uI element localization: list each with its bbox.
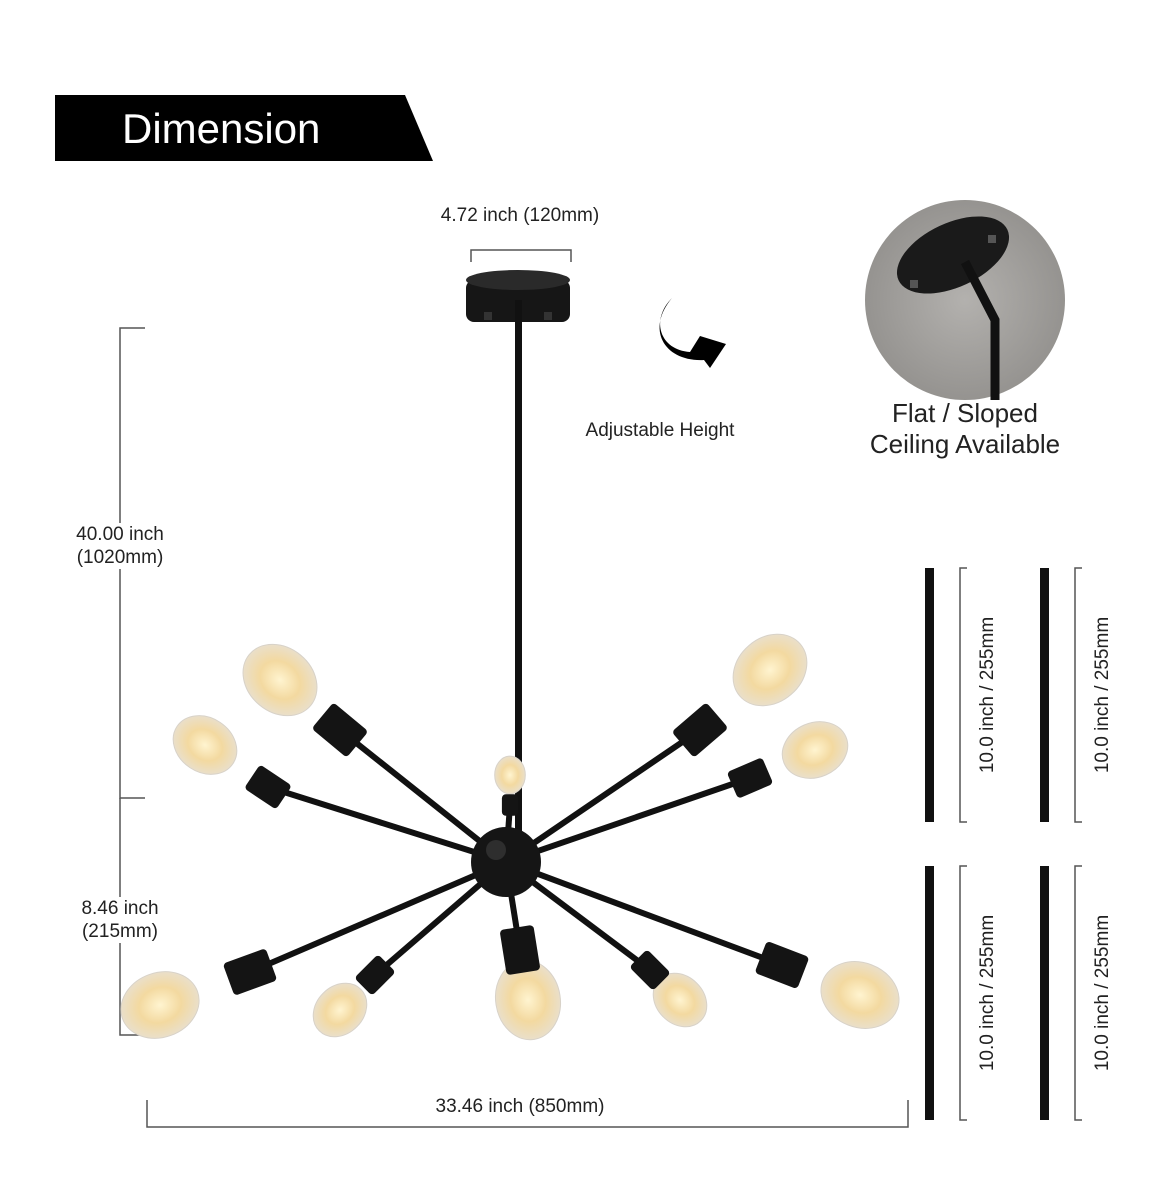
socket: [727, 758, 773, 798]
canopy-width-label: 4.72 inch (120mm): [440, 205, 600, 226]
light-bulb: [494, 755, 526, 795]
center-ball: [471, 827, 541, 897]
bulb-arm: [312, 859, 508, 1038]
ceiling-label: Flat / Sloped Ceiling Available: [835, 398, 1095, 460]
total-height-line1: 40.00 inch: [76, 524, 164, 545]
bulb-arm: [172, 715, 507, 865]
total-height-line2: (1020mm): [76, 547, 164, 568]
socket: [313, 703, 367, 757]
bulb-arm: [242, 643, 508, 865]
light-bulb: [242, 643, 318, 717]
bulb-arm: [504, 633, 808, 865]
ceiling-line2: Ceiling Available: [869, 429, 1061, 459]
light-bulb: [120, 971, 200, 1039]
socket: [500, 925, 540, 975]
light-bulb: [781, 721, 849, 779]
down-rod: [515, 300, 522, 845]
total-height-label: 40.00 inch (1020mm): [50, 523, 190, 569]
socket: [223, 949, 277, 995]
socket: [245, 765, 291, 809]
socket: [630, 950, 670, 990]
light-bulb: [732, 633, 808, 707]
title-banner: Dimension: [55, 95, 433, 161]
bulb-arm: [120, 859, 508, 1039]
bulb-arm: [505, 721, 849, 865]
socket: [673, 703, 727, 757]
adjustable-height-label: Adjustable Height: [585, 420, 735, 441]
body-height-label: 8.46 inch (215mm): [50, 897, 190, 943]
curved-arrow-icon: [659, 298, 726, 368]
socket: [355, 955, 395, 995]
body-height-line1: 8.46 inch: [81, 898, 159, 919]
rod-label: 10.0 inch / 255mm: [1092, 616, 1113, 774]
light-bulb: [820, 961, 900, 1029]
bulb-arm: [504, 859, 900, 1029]
rod-label: 10.0 inch / 255mm: [1092, 914, 1113, 1072]
width-bracket: [146, 1100, 909, 1128]
body-height-line2: (215mm): [81, 921, 158, 942]
bulb-arm: [494, 861, 562, 1041]
ceiling-inset-image: [865, 200, 1065, 400]
extension-rods: [925, 567, 1082, 1121]
canopy-width-bracket: [470, 249, 572, 262]
light-bulb: [172, 715, 238, 775]
socket: [501, 794, 519, 816]
rod-label: 10.0 inch / 255mm: [977, 914, 998, 1072]
title: Dimension: [122, 105, 321, 152]
light-bulb: [312, 982, 368, 1038]
width-label: 33.46 inch (850mm): [400, 1096, 640, 1118]
rod-label: 10.0 inch / 255mm: [977, 616, 998, 774]
ceiling-line1: Flat / Sloped: [892, 398, 1038, 428]
socket: [755, 942, 809, 988]
